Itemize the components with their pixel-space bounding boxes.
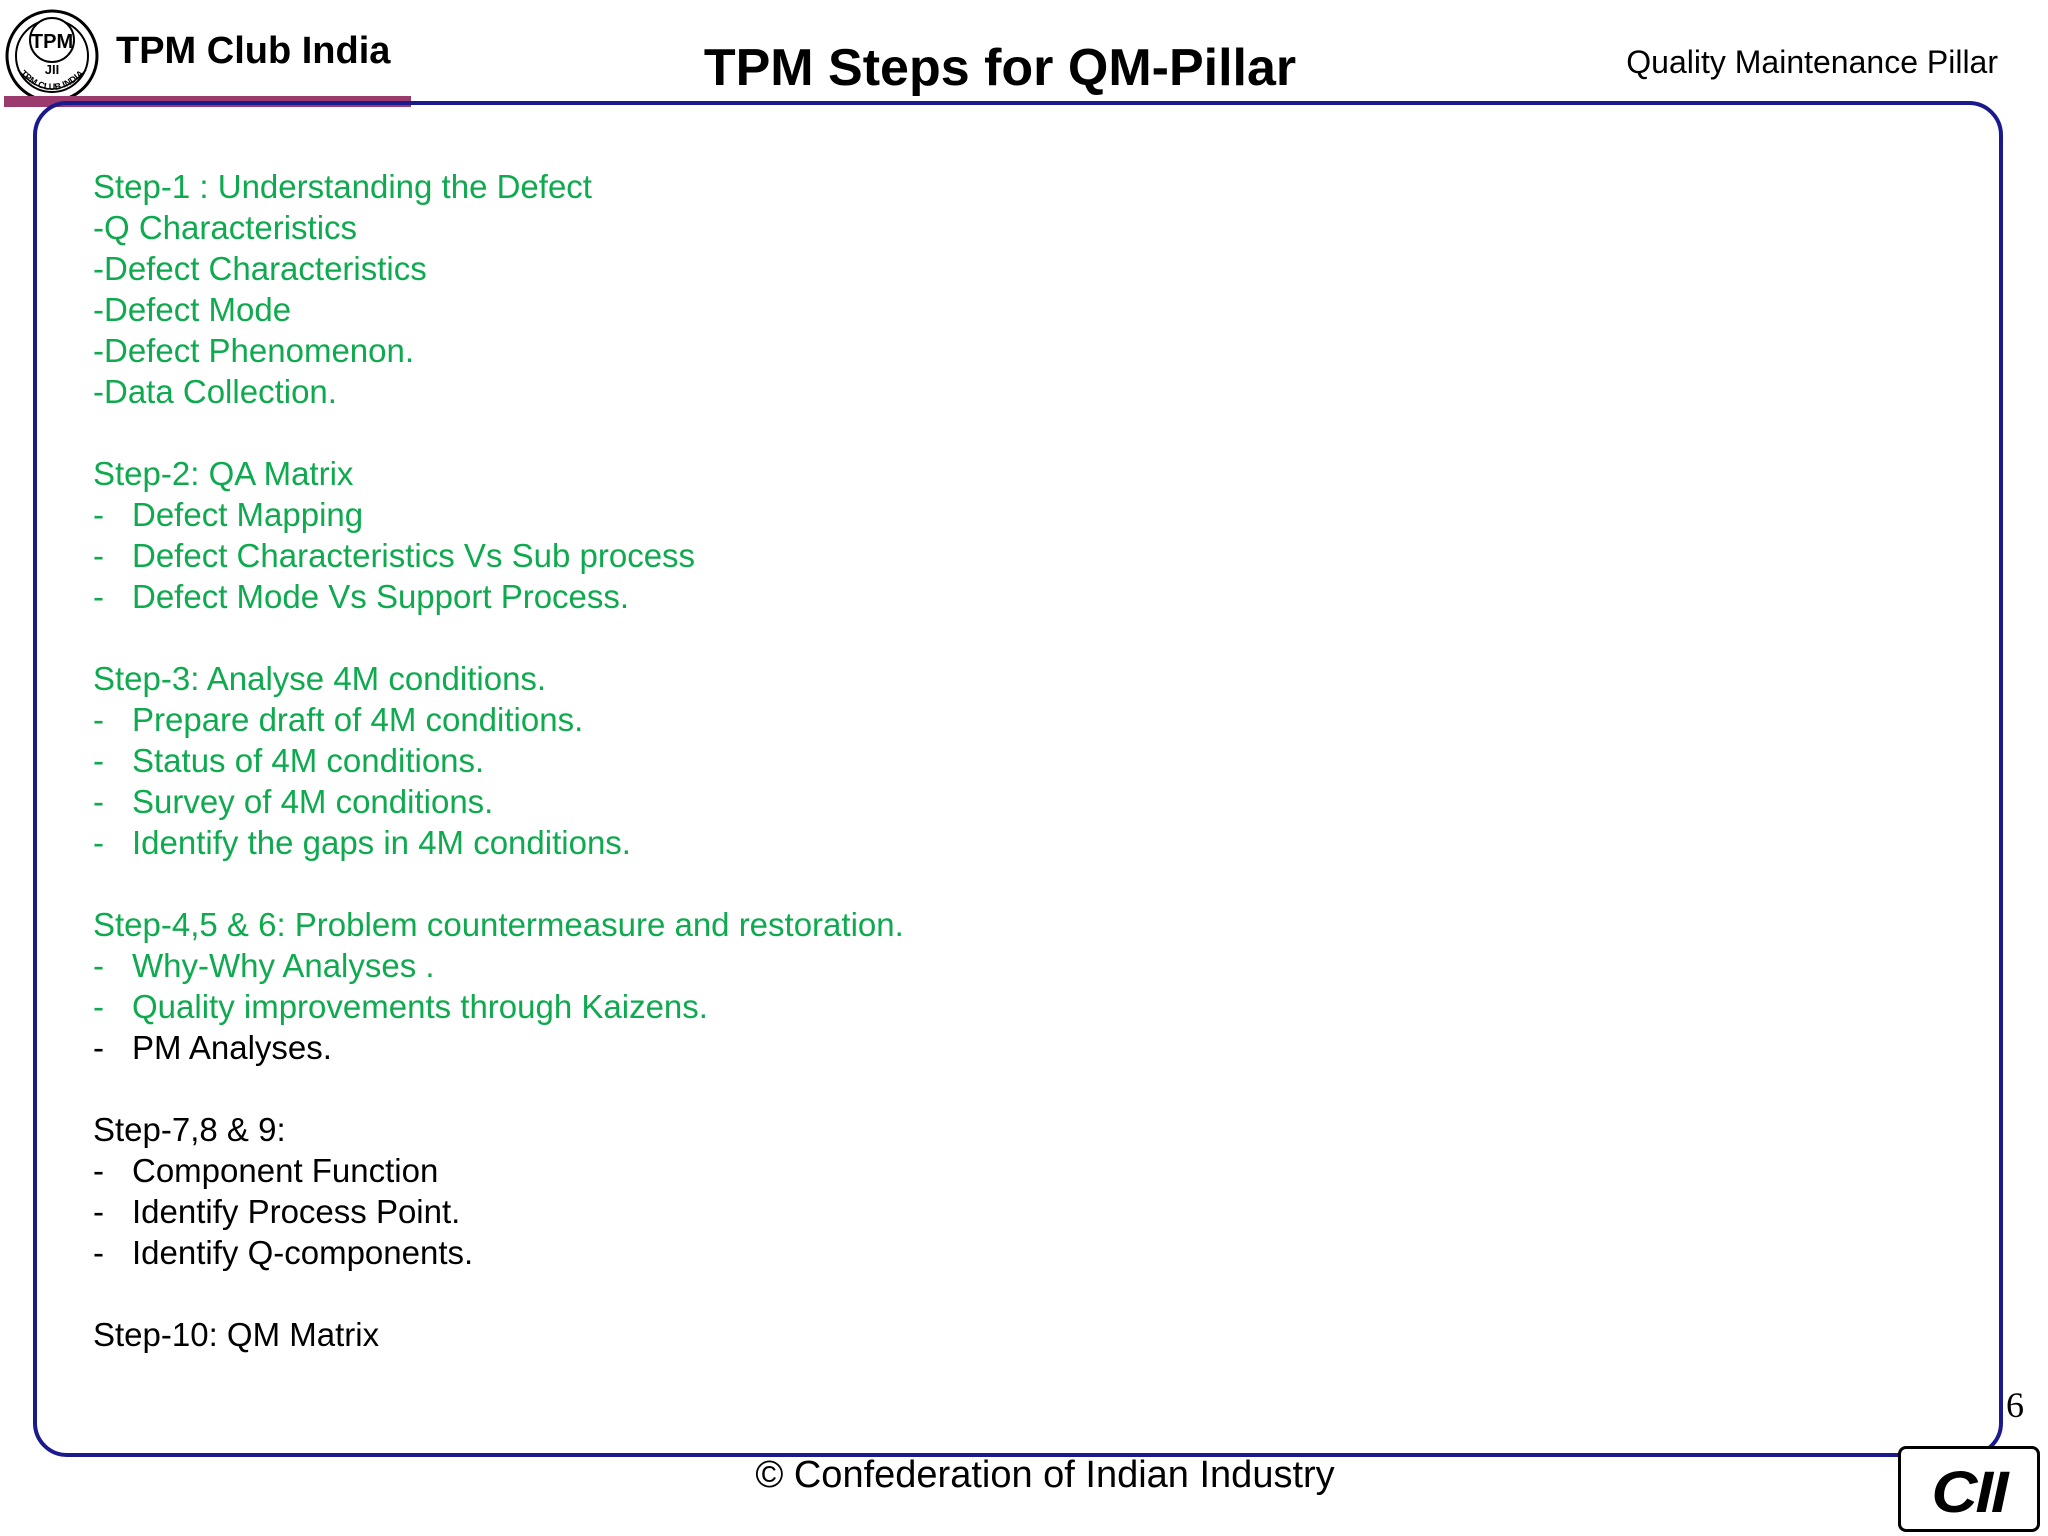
step-detail-line: -Defect Phenomenon. [93, 332, 415, 369]
bullet-text: Identify Q-components. [132, 1234, 474, 1271]
step-heading: Step-7,8 & 9: [93, 1111, 286, 1148]
cii-logo: CII [1898, 1446, 2040, 1532]
step-bullet-item: -Component Function [93, 1150, 1493, 1191]
bullet-dash: - [93, 537, 104, 574]
svg-text:JII: JII [45, 62, 59, 77]
bullet-text: Quality improvements through Kaizens. [132, 988, 708, 1025]
step-bullet-item: -Status of 4M conditions. [93, 740, 1493, 781]
step-heading: Step-3: Analyse 4M conditions. [93, 660, 547, 697]
bullet-text: Defect Mapping [132, 496, 364, 533]
bullet-text: PM Analyses. [132, 1029, 332, 1066]
club-name: TPM Club India [116, 30, 391, 72]
bullet-text: Identify the gaps in 4M conditions. [132, 824, 631, 861]
cii-logo-text: CII [1931, 1460, 2009, 1525]
bullet-dash: - [93, 701, 104, 738]
step-detail-line: -Q Characteristics [93, 209, 358, 246]
bullet-text: Prepare draft of 4M conditions. [132, 701, 584, 738]
step-heading: Step-10: QM Matrix [93, 1316, 380, 1353]
pillar-label: Quality Maintenance Pillar [1626, 44, 1998, 80]
bullet-dash: - [93, 1193, 104, 1230]
block-spacer [93, 863, 1493, 904]
bullet-dash: - [93, 783, 104, 820]
bullet-dash: - [93, 496, 104, 533]
step-bullet-item: -Defect Mapping [93, 494, 1493, 535]
bullet-dash: - [93, 1029, 104, 1066]
step-bullet-item: -Identify the gaps in 4M conditions. [93, 822, 1493, 863]
step-bullet-item: -Survey of 4M conditions. [93, 781, 1493, 822]
bullet-text: Survey of 4M conditions. [132, 783, 494, 820]
block-spacer [93, 412, 1493, 453]
block-spacer [93, 617, 1493, 658]
bullet-dash: - [93, 742, 104, 779]
step-bullet-item: -Prepare draft of 4M conditions. [93, 699, 1493, 740]
bullet-text: Status of 4M conditions. [132, 742, 485, 779]
step-bullet-item: -Quality improvements through Kaizens. [93, 986, 1493, 1027]
svg-text:TPM: TPM [31, 31, 73, 53]
bullet-dash: - [93, 1234, 104, 1271]
step-bullet-item: -Identify Process Point. [93, 1191, 1493, 1232]
bullet-dash: - [93, 947, 104, 984]
footer-copyright: © Confederation of Indian Industry [0, 1454, 2048, 1497]
page-number: 6 [2006, 1385, 2024, 1425]
content-frame [33, 101, 2003, 1457]
bullet-dash: - [93, 578, 104, 615]
step-bullet-item: -Defect Mode Vs Support Process. [93, 576, 1493, 617]
bullet-dash: - [93, 988, 104, 1025]
bullet-text: Identify Process Point. [132, 1193, 461, 1230]
bullet-text: Component Function [132, 1152, 439, 1189]
step-bullet-item: -Defect Characteristics Vs Sub process [93, 535, 1493, 576]
block-spacer [93, 1273, 1493, 1314]
footer-text: © Confederation of Indian Industry [755, 1454, 1335, 1496]
bullet-dash: - [93, 1152, 104, 1189]
step-bullet-item: -PM Analyses. [93, 1027, 1493, 1068]
step-bullet-item: -Identify Q-components. [93, 1232, 1493, 1273]
bullet-dash: - [93, 824, 104, 861]
block-spacer [93, 1068, 1493, 1109]
step-detail-line: -Defect Characteristics [93, 250, 427, 287]
steps-list: Step-1 : Understanding the Defect -Q Char… [93, 166, 1493, 1355]
step-detail-line: -Data Collection. [93, 373, 337, 410]
bullet-text: Why-Why Analyses . [132, 947, 435, 984]
tpm-club-seal-logo: TPM JII TPM CLUB INDIA [4, 8, 100, 104]
slide-title: TPM Steps for QM-Pillar [703, 39, 1297, 97]
bullet-text: Defect Mode Vs Support Process. [132, 578, 630, 615]
step-heading: Step-2: QA Matrix [93, 455, 354, 492]
step-detail-line: -Defect Mode [93, 291, 292, 328]
step-heading: Step-1 : Understanding the Defect [93, 168, 592, 205]
step-heading: Step-4,5 & 6: Problem countermeasure and… [93, 906, 904, 943]
step-bullet-item: -Why-Why Analyses . [93, 945, 1493, 986]
bullet-text: Defect Characteristics Vs Sub process [132, 537, 696, 574]
